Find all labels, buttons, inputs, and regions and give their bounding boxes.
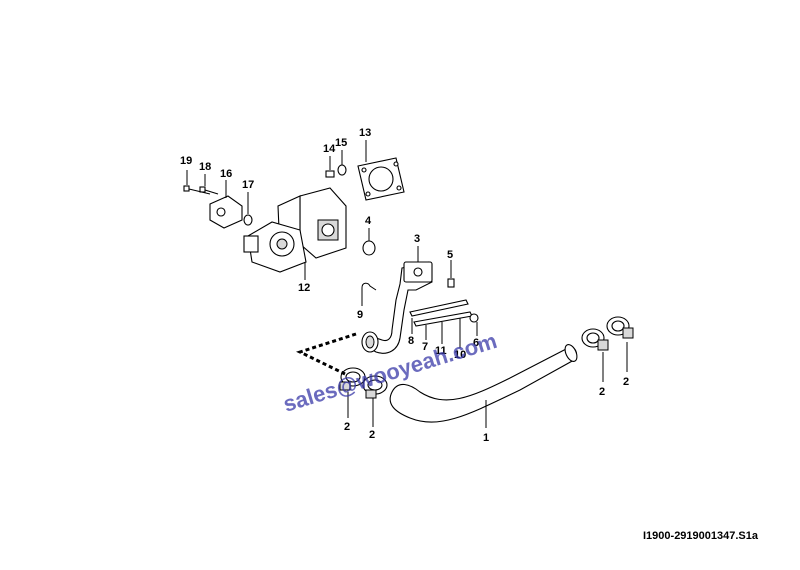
clamp-left-a <box>339 367 366 418</box>
callout-12: 12 <box>298 282 310 294</box>
clamp-right-a <box>581 328 609 382</box>
callout-2-a: 2 <box>344 421 350 433</box>
washer-part-15 <box>337 150 347 176</box>
callout-16: 16 <box>220 168 232 180</box>
callout-6: 6 <box>473 337 479 349</box>
callout-9: 9 <box>357 309 363 321</box>
dashed-leader <box>295 332 357 376</box>
screw-part-19 <box>183 170 211 195</box>
callout-18: 18 <box>199 161 211 173</box>
callout-5: 5 <box>447 249 453 261</box>
screw-part-5 <box>447 260 455 288</box>
callout-4: 4 <box>365 215 372 227</box>
o-ring-part-4 <box>362 228 376 256</box>
callout-2-d: 2 <box>623 376 629 388</box>
callout-11: 11 <box>435 345 447 357</box>
clamp-right-b <box>606 316 634 372</box>
callout-1: 1 <box>483 432 489 444</box>
hydraulic-pump-part-12 <box>243 187 347 280</box>
hook-clip-part-9 <box>361 282 377 306</box>
callout-8: 8 <box>408 335 414 347</box>
o-ring-part-17 <box>243 192 253 226</box>
suction-pipe-part-3 <box>361 246 433 354</box>
drawing-reference-code: I1900-2919001347.S1a <box>643 530 758 542</box>
callout-2-c: 2 <box>599 386 605 398</box>
callout-14: 14 <box>323 143 336 155</box>
hose-part-1 <box>389 344 578 428</box>
callout-17: 17 <box>242 179 254 191</box>
bolt-part-14 <box>325 156 335 178</box>
gasket-plate-part-13 <box>357 140 405 201</box>
callout-15: 15 <box>335 137 347 149</box>
callout-13: 13 <box>359 127 371 139</box>
callout-7: 7 <box>422 341 428 353</box>
screw-part-18 <box>199 174 219 195</box>
clamp-left-b <box>362 375 388 427</box>
callout-19: 19 <box>180 155 192 167</box>
strap-set <box>409 299 479 348</box>
callout-2-b: 2 <box>369 429 375 441</box>
valve-block-part-16 <box>209 180 243 229</box>
callout-3: 3 <box>414 233 420 245</box>
callout-10: 10 <box>454 349 466 361</box>
